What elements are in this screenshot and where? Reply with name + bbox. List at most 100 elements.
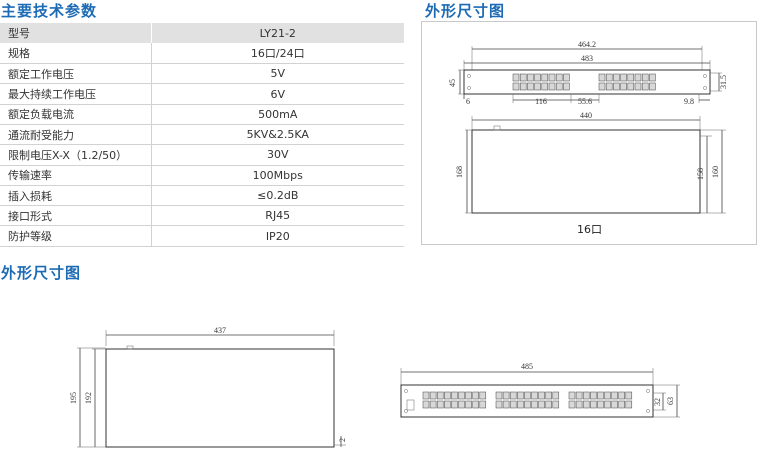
- dim-9-8: 9.8: [684, 97, 694, 106]
- param-key: 接口形式: [0, 205, 152, 227]
- top-view-16: 440 168 158 160: [455, 111, 726, 214]
- rj45-port-icon: [625, 391, 633, 400]
- dim-160: 160: [711, 166, 720, 178]
- dim-192: 192: [84, 392, 93, 404]
- param-key: 规格: [0, 43, 152, 65]
- ports-group-16: [512, 73, 656, 91]
- rj45-port-icon: [465, 391, 472, 400]
- rj45-port-icon: [502, 391, 510, 400]
- front-view-24: 485 32 63: [400, 362, 680, 418]
- rj45-port-icon: [548, 73, 556, 82]
- rj45-port-icon: [444, 391, 451, 400]
- rj45-port-icon: [548, 82, 556, 91]
- rj45-port-icon: [605, 73, 613, 82]
- top-case-16: [471, 129, 701, 214]
- dim-45: 45: [448, 79, 457, 87]
- param-value: 6V: [151, 83, 404, 105]
- front-panel-16: [463, 69, 711, 95]
- top-view-24: 437 195 192 2: [69, 326, 347, 448]
- dim-195: 195: [69, 392, 78, 404]
- rj45-port-icon: [627, 82, 635, 91]
- param-key: 型号: [0, 23, 152, 44]
- rj45-port-icon: [598, 82, 606, 91]
- param-row: 插入损耗≤0.2dB: [0, 185, 404, 207]
- rj45-port-icon: [512, 73, 520, 82]
- rj45-port-icon: [436, 391, 444, 400]
- param-value: LY21-2: [151, 23, 404, 44]
- rj45-port-icon: [582, 391, 590, 400]
- rj45-port-icon: [634, 82, 642, 91]
- rj45-port-icon: [472, 391, 479, 400]
- rj45-port-icon: [458, 400, 465, 409]
- dim-6: 6: [466, 97, 470, 106]
- rj45-port-icon: [502, 400, 510, 409]
- rj45-port-icon: [451, 391, 458, 400]
- rj45-port-icon: [620, 82, 627, 91]
- param-key: 通流耐受能力: [0, 124, 152, 146]
- rj45-port-icon: [458, 391, 465, 400]
- param-value: ≤0.2dB: [151, 185, 404, 207]
- dim-485: 485: [521, 362, 533, 371]
- rj45-port-icon: [534, 73, 541, 82]
- rj45-port-icon: [575, 391, 583, 400]
- rj45-port-icon: [597, 391, 604, 400]
- rj45-port-icon: [479, 391, 487, 400]
- rj45-port-icon: [563, 82, 570, 91]
- rj45-port-icon: [527, 73, 534, 82]
- dim-31-5: 31.5: [719, 75, 728, 89]
- rj45-port-icon: [605, 82, 613, 91]
- rj45-port-icon: [545, 400, 552, 409]
- rj45-port-icon: [429, 391, 437, 400]
- param-key: 插入损耗: [0, 185, 152, 207]
- param-key: 传输速率: [0, 165, 152, 186]
- param-value: 5V: [151, 63, 404, 85]
- rj45-port-icon: [451, 400, 458, 409]
- dim-63: 63: [666, 397, 675, 405]
- rj45-port-icon: [519, 82, 527, 91]
- rj45-port-icon: [545, 391, 552, 400]
- param-value: 500mA: [151, 104, 404, 125]
- dimension-heading-bottom: 外形尺寸图: [1, 264, 82, 282]
- rj45-port-icon: [611, 400, 618, 409]
- param-key: 防护等级: [0, 225, 152, 247]
- param-value: RJ45: [151, 205, 404, 227]
- dimension-heading-top: 外形尺寸图: [425, 2, 506, 20]
- rj45-port-icon: [524, 400, 531, 409]
- rj45-port-icon: [422, 391, 430, 400]
- rj45-port-icon: [465, 400, 472, 409]
- rj45-port-icon: [534, 82, 541, 91]
- param-value: 5KV&2.5KA: [151, 124, 404, 146]
- rj45-port-icon: [472, 400, 479, 409]
- params-heading: 主要技术参数: [1, 2, 98, 20]
- rj45-port-icon: [495, 400, 503, 409]
- front-view-16: 464.2 483 45 6 31.5 116 55.6 9.8: [448, 40, 728, 106]
- rj45-port-icon: [541, 82, 549, 91]
- param-value: IP20: [151, 225, 404, 247]
- rj45-port-icon: [634, 73, 642, 82]
- dim-440: 440: [580, 111, 592, 120]
- dim-437: 437: [214, 326, 226, 335]
- rj45-port-icon: [524, 391, 531, 400]
- rj45-port-icon: [444, 400, 451, 409]
- rj45-port-icon: [641, 82, 649, 91]
- rj45-port-icon: [436, 400, 444, 409]
- rj45-port-icon: [422, 400, 430, 409]
- ports-group-24: [422, 391, 633, 409]
- dim-483: 483: [581, 54, 593, 63]
- dim-55-6: 55.6: [578, 97, 592, 106]
- rj45-port-icon: [512, 82, 520, 91]
- rj45-port-icon: [519, 73, 527, 82]
- rj45-port-icon: [604, 391, 611, 400]
- rj45-port-icon: [495, 391, 503, 400]
- rj45-port-icon: [627, 73, 635, 82]
- param-key: 额定工作电压: [0, 63, 152, 85]
- param-row: 限制电压X-X（1.2/50）30V: [0, 144, 404, 166]
- dim-168: 168: [455, 166, 464, 178]
- rj45-port-icon: [613, 82, 620, 91]
